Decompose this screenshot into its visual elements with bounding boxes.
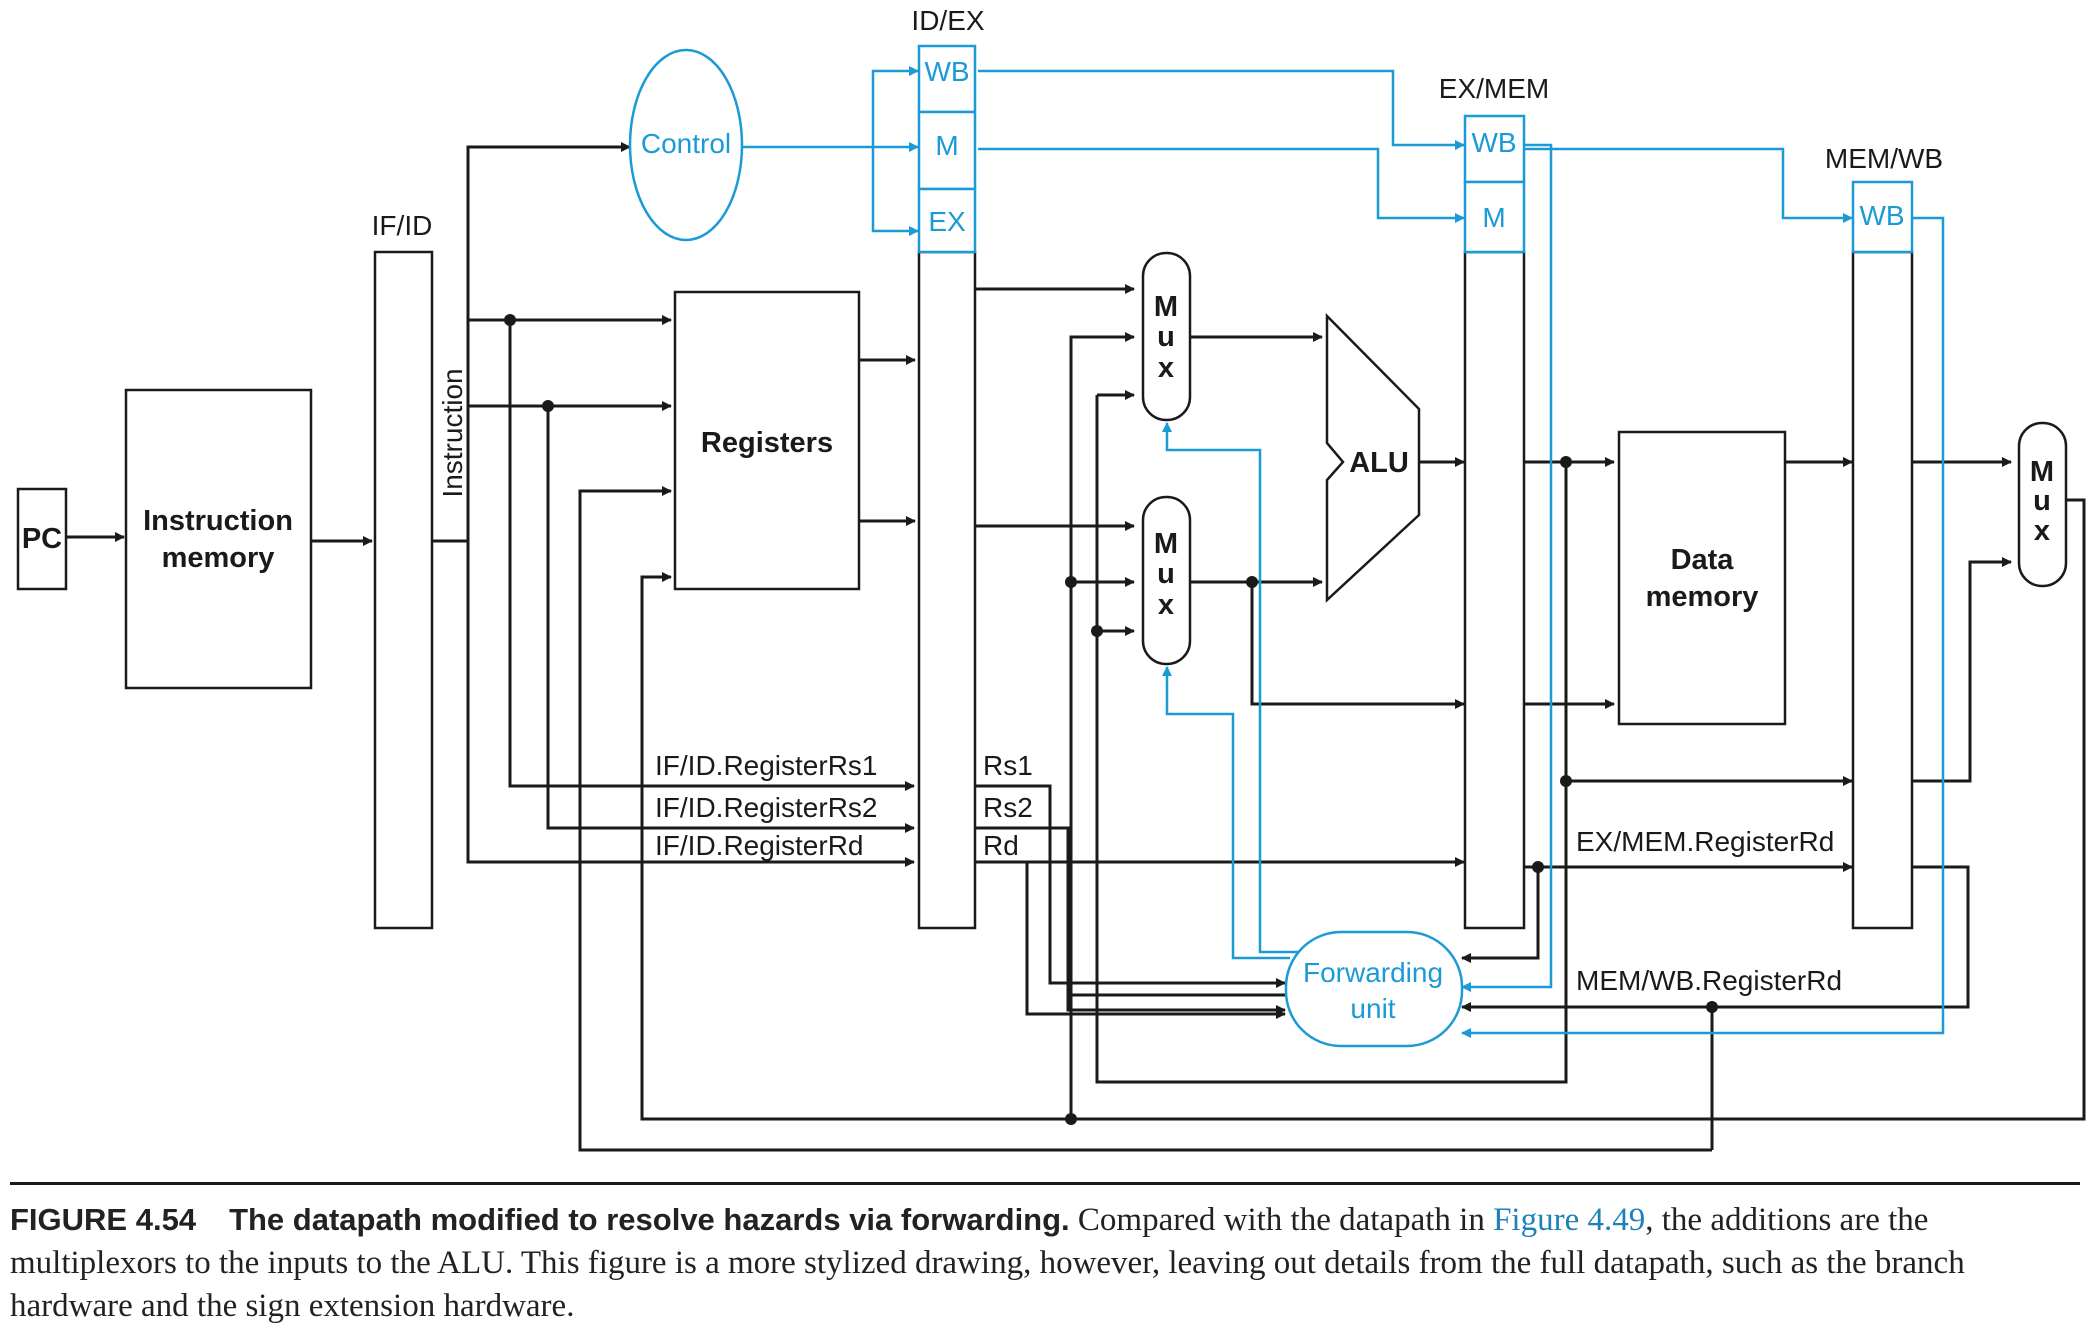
ex-mem-registerrd-label: EX/MEM.RegisterRd (1576, 826, 1834, 857)
mem-wb-register (1851, 250, 1914, 930)
pc-register (16, 487, 68, 591)
id-ex-wb-label: WB (924, 56, 969, 87)
ifid-rs1-label: IF/ID.RegisterRs1 (655, 750, 878, 781)
ex-mem-m-label: M (1482, 202, 1505, 233)
mux-a-letter-u: u (1157, 321, 1175, 353)
register-file (673, 290, 861, 591)
instruction-memory-label-1: Instruction (143, 505, 293, 537)
mux-a-letter-x: x (1158, 352, 1174, 384)
datapath-diagram: PC Instruction memory IF/ID Instruction … (16, 5, 2086, 1152)
registers-label: Registers (701, 427, 833, 459)
mux-b-letter-m: M (1154, 528, 1178, 560)
id-ex-m-field (917, 110, 977, 191)
mux-a-letter-m: M (1154, 291, 1178, 323)
pc-label: PC (22, 523, 62, 555)
wb-mux-letter-u: u (2033, 485, 2051, 517)
data-memory (1617, 430, 1787, 726)
alu-mux-b (1141, 495, 1192, 666)
mux-b-letter-u: u (1157, 558, 1175, 590)
black-wires (66, 142, 2086, 1152)
alu-label: ALU (1349, 447, 1409, 479)
figure-caption: FIGURE 4.54 The datapath modified to res… (10, 1198, 2080, 1328)
caption-title: The datapath modified to resolve hazards… (229, 1202, 1070, 1237)
writeback-mux (2017, 421, 2068, 588)
ifid-rs2-label: IF/ID.RegisterRs2 (655, 792, 878, 823)
rs1-label: Rs1 (983, 750, 1033, 781)
ex-mem-register (1463, 250, 1526, 930)
mem-wb-title: MEM/WB (1825, 143, 1943, 174)
forwarding-unit-label-1: Forwarding (1303, 957, 1443, 988)
caption-text-before: Compared with the datapath in (1069, 1202, 1494, 1238)
ifid-rd-label: IF/ID.RegisterRd (655, 830, 864, 861)
ex-mem-title: EX/MEM (1439, 73, 1549, 104)
ex-mem-wb-label: WB (1471, 127, 1516, 158)
wb-mux-letter-x: x (2034, 515, 2050, 547)
id-ex-register (917, 250, 977, 930)
junction-dots (504, 314, 1718, 1125)
rd-label: Rd (983, 830, 1019, 861)
control-label: Control (641, 128, 731, 159)
mem-wb-registerrd-label: MEM/WB.RegisterRd (1576, 965, 1842, 996)
instruction-memory (124, 388, 313, 690)
forwarding-unit-label-2: unit (1350, 993, 1395, 1024)
data-memory-label-1: Data (1671, 544, 1735, 576)
caption-text-after: , the additions are the multiplexors to … (10, 1202, 1965, 1324)
caption-figure-number: FIGURE 4.54 (10, 1202, 197, 1237)
instruction-memory-label-2: memory (162, 542, 275, 574)
id-ex-ex-field (917, 187, 977, 254)
id-ex-wb-field (917, 44, 977, 114)
alu-mux-a (1141, 251, 1192, 422)
if-id-register (373, 250, 434, 930)
rs2-label: Rs2 (983, 792, 1033, 823)
if-id-instruction-label: Instruction (437, 368, 468, 497)
data-memory-label-2: memory (1646, 581, 1759, 613)
mem-wb-wb-field (1851, 180, 1914, 254)
caption-figure-link[interactable]: Figure 4.49 (1493, 1202, 1646, 1238)
control-wires (741, 66, 1945, 1038)
id-ex-title: ID/EX (911, 5, 984, 36)
control-unit (628, 48, 744, 242)
ex-mem-m-field (1463, 180, 1526, 254)
if-id-title: IF/ID (372, 210, 433, 241)
id-ex-ex-label: EX (928, 206, 966, 237)
forwarding-unit (1284, 930, 1464, 1048)
alu (1325, 312, 1421, 603)
mem-wb-wb-label: WB (1859, 200, 1904, 231)
mux-b-letter-x: x (1158, 589, 1174, 621)
id-ex-m-label: M (935, 130, 958, 161)
caption-rule (10, 1182, 2080, 1185)
wb-mux-letter-m: M (2030, 456, 2054, 488)
